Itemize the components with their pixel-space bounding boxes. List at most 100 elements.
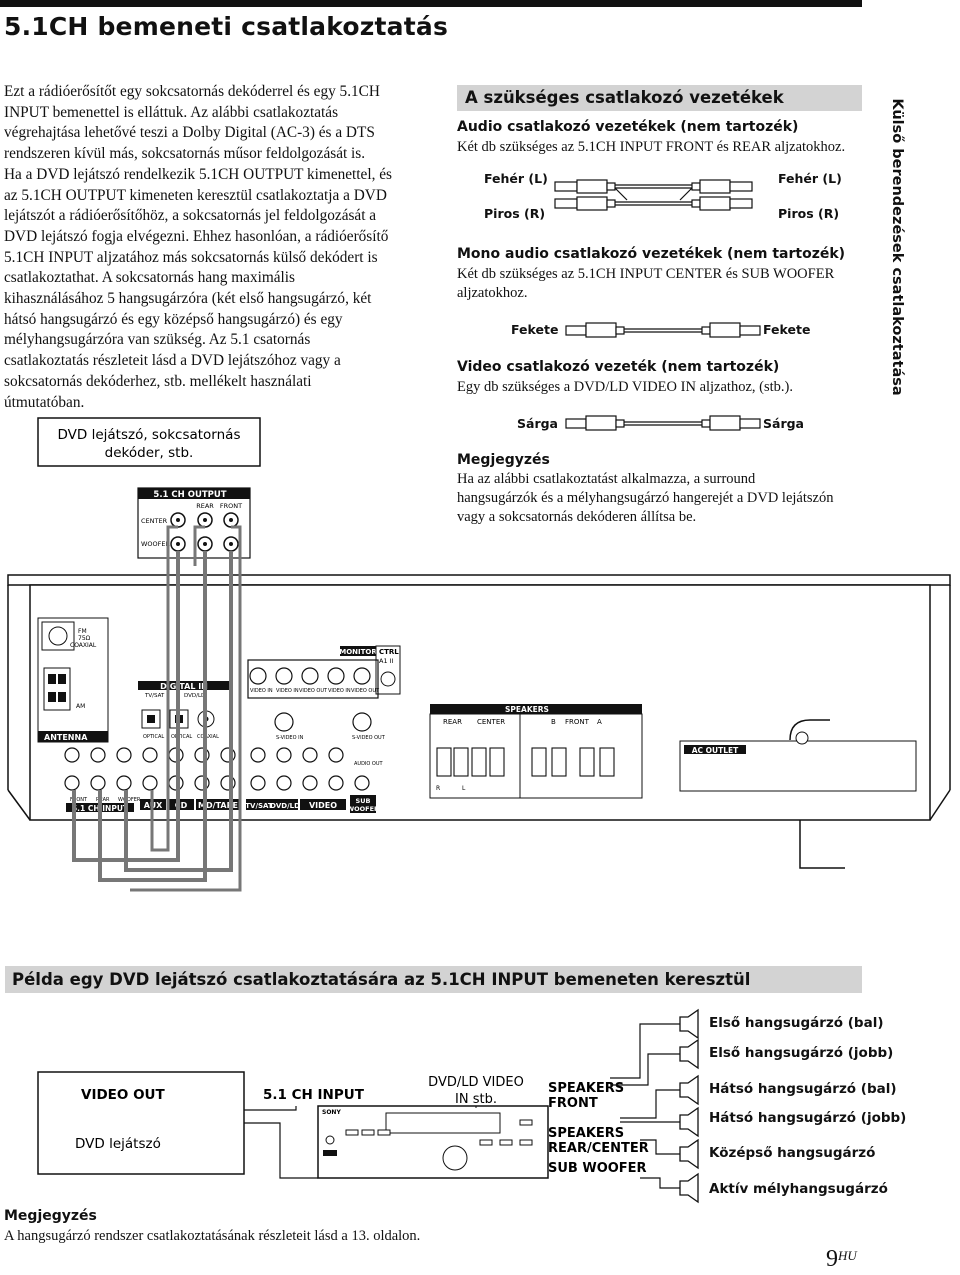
spk-rear-label: REAR: [443, 718, 462, 726]
intro-line: útmutatóban.: [4, 393, 85, 411]
ctrl-label: CTRL: [379, 648, 399, 656]
input-front-small: FRONT: [70, 797, 88, 803]
s-video-in-label: S-VIDEO IN: [276, 735, 304, 741]
coaxial-label: COAXIAL: [70, 642, 97, 649]
ac-outlet-label: AC OUTLET: [692, 746, 739, 755]
tv-sat-label: TV/SAT: [245, 802, 273, 810]
mono-right-label: Fekete: [763, 322, 811, 337]
audio-cable-desc: Két db szükséges az 5.1CH INPUT FRONT és…: [457, 139, 846, 155]
video-in-label-1: VIDEO IN: [250, 688, 273, 694]
audio-white-right-label: Fehér (L): [778, 171, 842, 186]
digital-dvdld-label: DVD/LD: [184, 693, 205, 699]
output-woofer-label: WOOFER: [141, 540, 171, 548]
speaker-label-subwoofer: Aktív mélyhangsugárzó: [709, 1181, 888, 1197]
optical-label-2: OPTICAL: [171, 734, 192, 740]
mono-cable-desc: Két db szükséges az 5.1CH INPUT CENTER é…: [457, 266, 835, 282]
receiver-rear-panel: FM 75Ω COAXIAL AM ANTENNA DIGITAL IN TV/…: [7, 574, 951, 869]
example-diagram: VIDEO OUT DVD lejátszó 5.1 CH INPUT DVD/…: [37, 1008, 699, 1204]
example-dvdld-2: IN stb.: [455, 1092, 497, 1107]
page-number: 9HU: [826, 1246, 857, 1273]
example-brand: SONY: [322, 1109, 341, 1116]
input-woofer-small: WOOFER: [118, 797, 141, 803]
output-center-label: CENTER: [141, 517, 168, 525]
speakers-label: SPEAKERS: [505, 705, 549, 714]
speaker-label-rear-right: Hátsó hangsugárzó (jobb): [709, 1110, 907, 1126]
example-input-51: 5.1 CH INPUT: [263, 1087, 365, 1103]
source-label-2: dekóder, stb.: [105, 445, 194, 461]
audio-red-right-label: Piros (R): [778, 206, 840, 221]
ctrl-sub-label: A1 II: [379, 657, 394, 665]
output-panel-title: 5.1 CH OUTPUT: [153, 490, 226, 500]
note1-line: Ha az alábbi csatlakoztatást alkalmazza,…: [457, 471, 756, 487]
cd-label: CD: [175, 801, 188, 810]
note1-body: Ha az alábbi csatlakoztatást alkalmazza,…: [457, 470, 833, 527]
spk-center-label: CENTER: [477, 718, 505, 726]
example-spk-rear-1: SPEAKERS: [548, 1126, 624, 1141]
example-heading: Példa egy DVD lejátszó csatlakoztatására…: [5, 966, 862, 993]
output-front-label: FRONT: [220, 502, 242, 510]
spk-front-a-label: A: [597, 718, 602, 726]
am-label: AM: [76, 703, 85, 710]
speaker-label-front-left: Első hangsugárzó (bal): [709, 1015, 884, 1031]
spk-l-label: L: [462, 785, 466, 792]
note1-line: vagy a sokcsatornás dekóderen állítsa be…: [457, 509, 697, 525]
audio-out-label: AUDIO OUT: [354, 761, 384, 767]
s-video-out-label: S-VIDEO OUT: [352, 735, 386, 741]
sub-label: SUB: [356, 797, 371, 805]
antenna-label: ANTENNA: [44, 733, 88, 742]
intro-line: sokcsatornás dekóderhez, stb. mellékelt …: [4, 372, 312, 390]
video-right-label: Sárga: [763, 416, 804, 431]
intro-line: mélyhangsugárzóra van szükség. Az 5.1 cs…: [4, 331, 311, 349]
audio-cable-title: Audio csatlakozó vezetékek (nem tartozék…: [457, 119, 799, 135]
intro-line: INPUT bemenettel is elláttuk. Az alábbi …: [4, 103, 339, 121]
source-device: DVD lejátszó, sokcsatornás dekóder, stb.…: [37, 417, 261, 559]
source-label-1: DVD lejátszó, sokcsatornás: [58, 427, 241, 443]
digital-tvsat-label: TV/SAT: [144, 693, 165, 699]
optical-label-1: OPTICAL: [143, 734, 164, 740]
intro-line: Ezt a rádióerősítőt egy sokcsatornás dek…: [4, 83, 380, 100]
video-cable-desc: Egy db szükséges a DVD/LD VIDEO IN aljza…: [457, 379, 793, 395]
audio-cable-icon: [554, 179, 753, 211]
intro-line: rendszeren kívül más, sokcsatornás műsor…: [4, 145, 366, 163]
note2-heading: Megjegyzés: [4, 1208, 97, 1224]
spk-front-label: FRONT: [565, 718, 590, 726]
intro-line: Ha a DVD lejátszó rendelkezik 5.1CH OUTP…: [4, 165, 392, 183]
intro-line: kihasználásához 5 hangsugárzóra (két els…: [4, 290, 372, 308]
example-sub-woofer: SUB WOOFER: [548, 1161, 647, 1176]
video-in-label-2: VIDEO IN: [276, 688, 299, 694]
note1-line: hangsugárzók és a mélyhangsugárzó hanger…: [457, 490, 834, 506]
note2-body: A hangsugárzó rendszer csatlakoztatásána…: [4, 1228, 421, 1244]
mono-cable-icon: [565, 322, 761, 338]
intro-line: csatlakoztathat. A sokcsatornás hang max…: [4, 269, 295, 287]
video-cable-title: Video csatlakozó vezeték (nem tartozék): [457, 359, 780, 375]
spk-r-label: R: [436, 785, 440, 792]
video-label: VIDEO: [309, 801, 337, 810]
video-out-label-2: VIDEO OUT: [351, 688, 380, 694]
video-cable-icon: [565, 415, 761, 431]
audio-white-left-label: Fehér (L): [484, 171, 548, 186]
page-number-value: 9: [826, 1246, 838, 1272]
digital-in-label: DIGITAL IN: [160, 682, 208, 691]
fm-label: FM: [78, 628, 87, 635]
page-language: HU: [838, 1248, 857, 1263]
speaker-label-rear-left: Hátsó hangsugárzó (bal): [709, 1081, 897, 1097]
spk-front-b-label: B: [551, 718, 556, 726]
video-in-label-3: VIDEO IN: [328, 688, 351, 694]
mono-left-label: Fekete: [511, 322, 559, 337]
video-out-label-1: VIDEO OUT: [299, 688, 328, 694]
example-spk-front-1: SPEAKERS: [548, 1081, 624, 1096]
intro-line: DVD lejátszó fogja elvégezni. Ehhez haso…: [4, 227, 389, 245]
md-tape-label: MD/TAPE: [198, 801, 238, 810]
speaker-label-center: Középső hangsugárzó: [709, 1145, 876, 1161]
intro-line: lejátszót a rádióerősítőhöz, a sokcsator…: [4, 207, 377, 225]
intro-line: végrehajtása lehetővé teszi a Dolby Digi…: [4, 124, 375, 142]
input-rear-small: REAR: [96, 797, 110, 803]
mono-cable-desc-2: aljzatokhoz.: [457, 285, 528, 301]
monitor-label: MONITOR: [339, 648, 377, 656]
page-title: 5.1CH bemeneti csatlakoztatás: [4, 12, 449, 41]
example-video-out: VIDEO OUT: [81, 1087, 166, 1103]
connection-cables: [72, 525, 242, 892]
digital-coaxial-label: COAXIAL: [197, 734, 219, 740]
example-spk-rear-2: REAR/CENTER: [548, 1141, 649, 1156]
dvd-ld-label: DVD/LD: [270, 802, 300, 810]
